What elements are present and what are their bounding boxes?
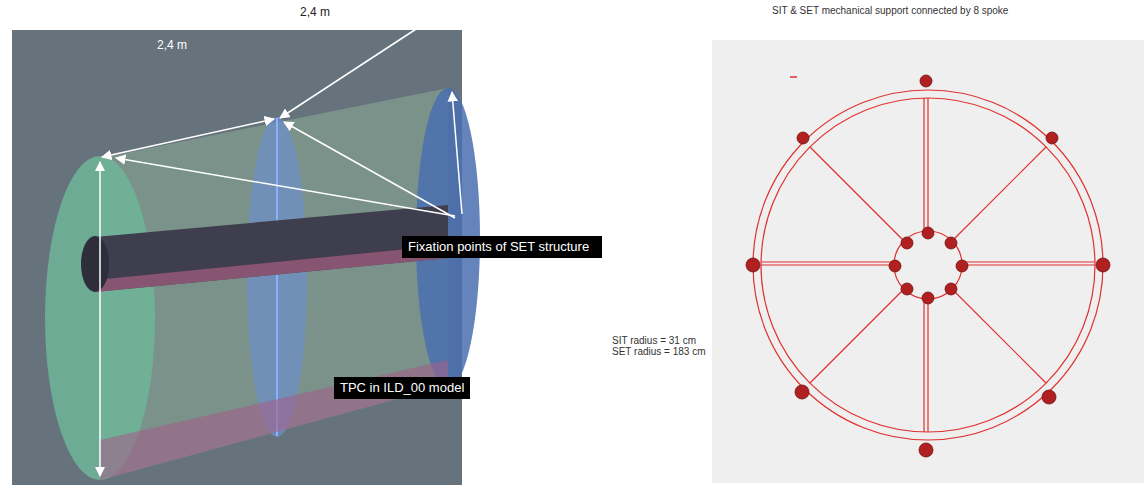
beam-pipe bbox=[95, 205, 448, 292]
tick-mark bbox=[790, 76, 797, 78]
dimension-line bbox=[99, 162, 101, 476]
set-ring-edge bbox=[276, 118, 278, 436]
leader-line bbox=[452, 92, 462, 214]
callout-box: TPC in ILD_00 model bbox=[334, 377, 470, 399]
callout-box: Fixation points of SET structure bbox=[402, 236, 602, 258]
spoke-structure bbox=[753, 90, 1103, 440]
beam-pipe-shade bbox=[95, 245, 448, 292]
note-text: SIT radius = 31 cm bbox=[612, 335, 696, 346]
dimension-line bbox=[102, 119, 274, 157]
panel-background bbox=[712, 40, 1144, 483]
note-text: SIT & SET mechanical support connected b… bbox=[772, 5, 1008, 16]
render-background bbox=[12, 30, 462, 485]
note-text: SET radius = 183 cm bbox=[612, 346, 705, 357]
fixation-dots bbox=[746, 75, 1110, 457]
dimension-label: 2,4 m bbox=[300, 5, 330, 19]
beam-pipe-end bbox=[81, 236, 109, 292]
callout-text: Fixation points of SET structure bbox=[408, 239, 596, 255]
dimension-label: 2,4 m bbox=[157, 38, 187, 52]
dimension-line bbox=[280, 16, 436, 118]
leader-line bbox=[116, 158, 455, 216]
leader-line bbox=[284, 122, 455, 218]
set-ring bbox=[247, 117, 307, 437]
callout-text: TPC in ILD_00 model bbox=[340, 380, 464, 396]
